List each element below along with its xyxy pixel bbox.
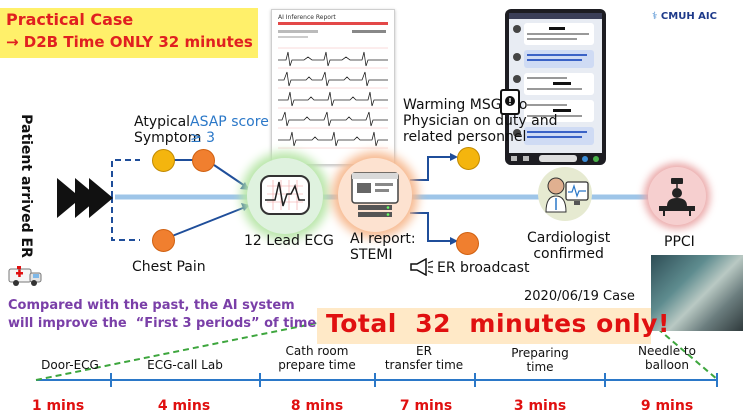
warning-msgs-label: Warming MSGs to Physician on duty and re…: [403, 97, 558, 145]
phone-toolbar-icon: [511, 155, 599, 162]
period-label: Needle to balloon: [638, 344, 696, 372]
cardiologist-label: Cardiologist confirmed: [527, 230, 611, 262]
atypical-symptom-node: [152, 149, 175, 172]
branch-chest-pain: [111, 197, 140, 241]
ai-server-icon: [351, 172, 399, 217]
er-broadcast-node: [456, 232, 479, 255]
megaphone-icon: [410, 258, 434, 276]
ecg-monitor-icon: [260, 175, 310, 215]
case-date: 2020/06/19 Case: [524, 289, 635, 304]
phone-messages-screenshot: [505, 9, 606, 165]
timeline-tick: [110, 373, 112, 387]
total-highlight: [317, 308, 651, 344]
doctor-monitor-icon: [545, 177, 589, 213]
report-title: AI Inference Report: [278, 14, 336, 21]
link-chest-ecg: [161, 205, 249, 241]
er-broadcast-label: ER broadcast: [437, 260, 530, 276]
asap-score-node: [192, 149, 215, 172]
chest-pain-label: Chest Pain: [132, 259, 206, 275]
period-minutes: 1 mins: [31, 398, 85, 414]
period-label: ECG-call Lab: [147, 358, 223, 372]
arrowhead-broadcast: [450, 237, 458, 245]
timeline-tick: [259, 373, 261, 387]
message-bubbles-icon: [509, 13, 602, 145]
period-minutes: 7 mins: [399, 398, 453, 414]
ecg-traces-icon: [278, 22, 388, 149]
ai-report-label: AI report: STEMI: [350, 231, 416, 263]
phone-screen: [509, 13, 602, 153]
arrowhead-warning: [450, 153, 458, 161]
period-label: Door-ECG: [41, 358, 99, 372]
branch-atypical: [111, 159, 140, 197]
link-ai-warning: [410, 156, 450, 181]
surgery-icon: [659, 178, 695, 216]
comparison-note: Compared with the past, the AI system wi…: [8, 298, 322, 331]
fast-forward-icon: [57, 178, 113, 218]
patient-arrived-label: Patient arrived ER: [18, 114, 34, 258]
header-highlight: [0, 8, 258, 58]
ambulance-icon: [8, 266, 42, 286]
period-label: Cath room prepare time: [278, 344, 356, 372]
period-minutes: 8 mins: [290, 398, 344, 414]
cmuh-aic-logo: ⚕ CMUH AIC: [652, 11, 717, 22]
timeline-tick: [604, 373, 606, 387]
logo-text: CMUH AIC: [660, 11, 717, 22]
mobile-notification-icon: [500, 89, 520, 115]
ppci-label: PPCI: [664, 234, 695, 250]
page-subtitle: → D2B Time ONLY 32 minutes: [6, 33, 253, 51]
link-ai-broadcast: [410, 212, 452, 242]
caduceus-icon: ⚕: [652, 11, 658, 22]
timeline-tick: [374, 373, 376, 387]
ai-inference-report-image: AI Inference Report: [271, 9, 395, 165]
total-minutes: Total 32 minutes only!: [326, 309, 670, 338]
link-asap-ecg: [213, 164, 249, 189]
bracket-right: [649, 321, 719, 381]
ecg-label: 12 Lead ECG: [244, 233, 334, 249]
timeline-tick: [716, 373, 718, 387]
period-label: ER transfer time: [384, 344, 464, 372]
arrowhead-asap-ecg: [240, 182, 249, 190]
bracket-left: [35, 321, 323, 381]
timeline-tick: [474, 373, 476, 387]
period-minutes: 9 mins: [640, 398, 694, 414]
chest-pain-node: [152, 229, 175, 252]
warning-msgs-node: [457, 147, 480, 170]
period-minutes: 4 mins: [157, 398, 211, 414]
period-label: Preparing time: [511, 346, 569, 374]
procedure-photo: [651, 255, 743, 331]
period-minutes: 3 mins: [513, 398, 567, 414]
atypical-symptom-label: Atypical Symptom: [134, 114, 202, 146]
page-title: Practical Case: [6, 10, 134, 29]
asap-score-label: ASAP score ≥ 3: [190, 114, 269, 146]
